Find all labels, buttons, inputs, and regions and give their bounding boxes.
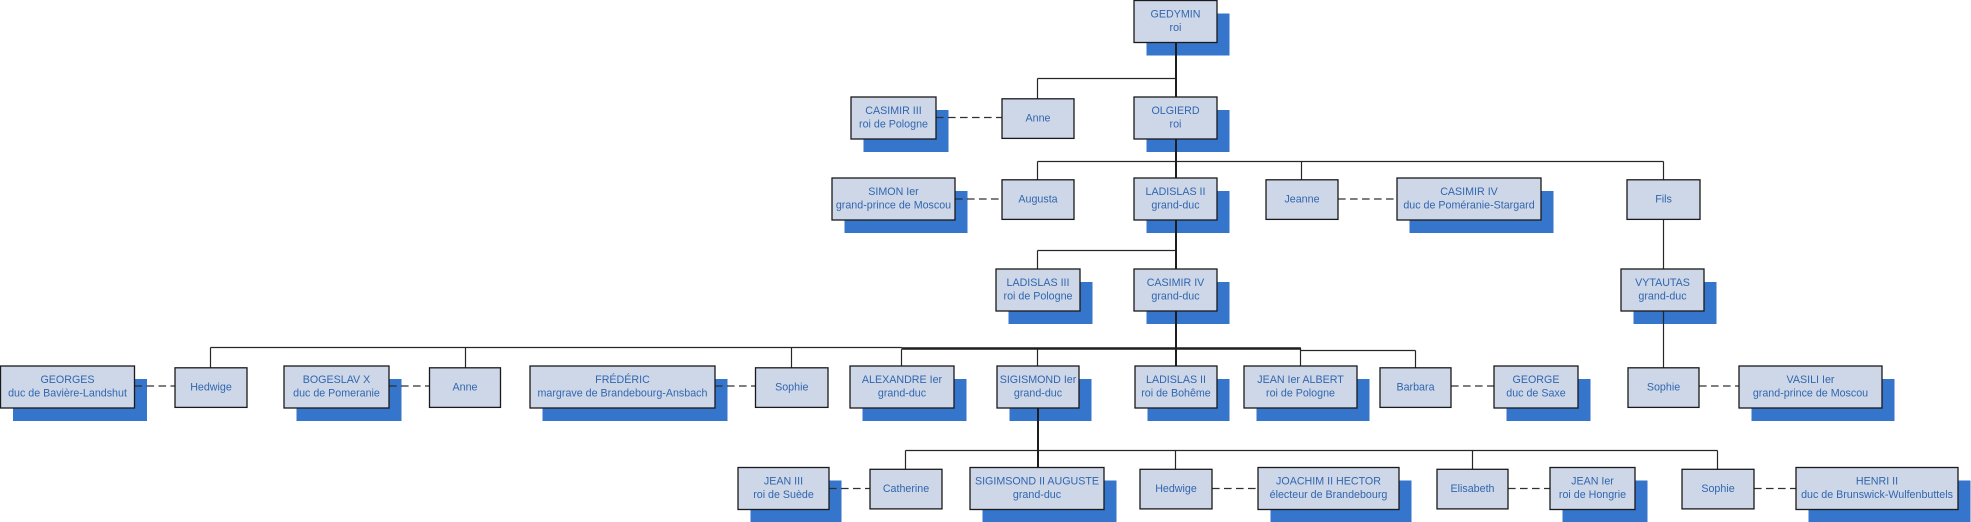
- svg-text:Augusta: Augusta: [1018, 193, 1057, 205]
- svg-text:Catherine: Catherine: [883, 483, 929, 495]
- svg-text:LADISLAS III: LADISLAS III: [1007, 277, 1070, 289]
- svg-text:Elisabeth: Elisabeth: [1451, 483, 1495, 495]
- svg-text:Sophie: Sophie: [1647, 381, 1680, 393]
- svg-text:Sophie: Sophie: [775, 381, 808, 393]
- svg-text:Sophie: Sophie: [1701, 483, 1734, 495]
- svg-text:JEAN Ier ALBERT: JEAN Ier ALBERT: [1257, 374, 1344, 386]
- svg-text:margrave de Brandebourg-Ansbac: margrave de Brandebourg-Ansbach: [538, 387, 708, 399]
- svg-text:SIMON Ier: SIMON Ier: [868, 186, 919, 198]
- svg-text:ALEXANDRE Ier: ALEXANDRE Ier: [862, 374, 943, 386]
- svg-text:Fils: Fils: [1655, 193, 1672, 205]
- svg-text:JEAN III: JEAN III: [764, 475, 803, 487]
- svg-text:Hedwige: Hedwige: [190, 381, 232, 393]
- svg-text:GEDYMIN: GEDYMIN: [1151, 8, 1201, 20]
- svg-text:grand-duc: grand-duc: [1014, 387, 1063, 399]
- svg-text:HENRI II: HENRI II: [1856, 475, 1898, 487]
- svg-text:roi de Bohême: roi de Bohême: [1141, 387, 1211, 399]
- svg-text:grand-prince de Moscou: grand-prince de Moscou: [1753, 387, 1868, 399]
- svg-text:duc de Bavière-Landshut: duc de Bavière-Landshut: [8, 387, 127, 399]
- svg-text:duc de Saxe: duc de Saxe: [1506, 387, 1565, 399]
- svg-text:duc de Poméranie-Stargard: duc de Poméranie-Stargard: [1403, 199, 1534, 211]
- svg-text:GEORGE: GEORGE: [1513, 374, 1560, 386]
- svg-text:grand-duc: grand-duc: [878, 387, 927, 399]
- svg-text:Jeanne: Jeanne: [1284, 193, 1319, 205]
- svg-text:roi de Pologne: roi de Pologne: [859, 118, 928, 130]
- svg-text:VYTAUTAS: VYTAUTAS: [1635, 277, 1690, 289]
- svg-text:électeur de Brandebourg: électeur de Brandebourg: [1270, 489, 1388, 501]
- svg-text:VASILI Ier: VASILI Ier: [1787, 374, 1835, 386]
- svg-text:grand-duc: grand-duc: [1638, 290, 1687, 302]
- svg-text:roi de Pologne: roi de Pologne: [1266, 387, 1335, 399]
- svg-text:grand-duc: grand-duc: [1151, 290, 1200, 302]
- svg-text:grand-duc: grand-duc: [1013, 489, 1062, 501]
- svg-text:duc de Pomeranie: duc de Pomeranie: [293, 387, 380, 399]
- svg-text:JEAN Ier: JEAN Ier: [1571, 475, 1614, 487]
- svg-text:CASIMIR III: CASIMIR III: [865, 105, 921, 117]
- svg-text:roi: roi: [1170, 118, 1182, 130]
- svg-text:LADISLAS II: LADISLAS II: [1146, 186, 1206, 198]
- svg-text:roi de Suède: roi de Suède: [753, 489, 814, 501]
- svg-text:Barbara: Barbara: [1396, 381, 1434, 393]
- svg-text:duc de Brunswick-Wulfenbuttels: duc de Brunswick-Wulfenbuttels: [1801, 489, 1953, 501]
- svg-text:CASIMIR IV: CASIMIR IV: [1440, 186, 1498, 198]
- svg-text:FRÉDÉRIC: FRÉDÉRIC: [595, 373, 650, 386]
- svg-text:Anne: Anne: [453, 381, 478, 393]
- svg-text:roi: roi: [1170, 22, 1182, 34]
- svg-text:SIGIMSOND II AUGUSTE: SIGIMSOND II AUGUSTE: [975, 475, 1099, 487]
- svg-text:SIGISMOND Ier: SIGISMOND Ier: [1000, 374, 1077, 386]
- svg-text:grand-prince de Moscou: grand-prince de Moscou: [836, 199, 951, 211]
- svg-text:Anne: Anne: [1026, 112, 1051, 124]
- svg-text:grand-duc: grand-duc: [1151, 199, 1200, 211]
- svg-text:JOACHIM II HECTOR: JOACHIM II HECTOR: [1276, 475, 1381, 487]
- svg-text:OLGIERD: OLGIERD: [1151, 105, 1199, 117]
- svg-text:LADISLAS II: LADISLAS II: [1146, 374, 1206, 386]
- svg-text:GEORGES: GEORGES: [40, 374, 94, 386]
- svg-text:roi de Pologne: roi de Pologne: [1004, 290, 1073, 302]
- svg-text:Hedwige: Hedwige: [1155, 483, 1197, 495]
- svg-text:roi de Hongrie: roi de Hongrie: [1559, 489, 1626, 501]
- svg-text:BOGESLAV X: BOGESLAV X: [303, 374, 371, 386]
- svg-text:CASIMIR IV: CASIMIR IV: [1147, 277, 1205, 289]
